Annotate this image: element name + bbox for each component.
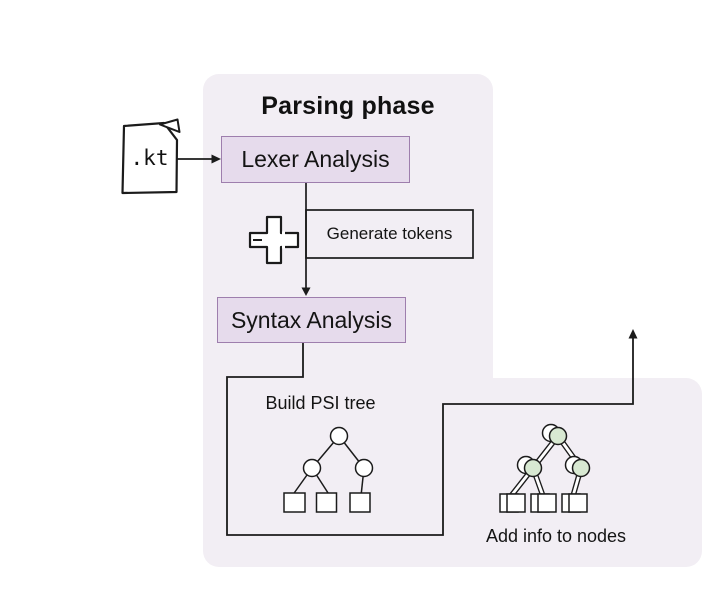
arrow-kt-to-lexer: [177, 154, 221, 164]
lexer-analysis-label: Lexer Analysis: [241, 146, 390, 172]
plus-icon: [248, 215, 300, 265]
generate-tokens-box: [305, 209, 474, 259]
arrow-lexer-to-syntax: [301, 183, 474, 296]
flow-arrow-to-next-phase: [226, 329, 638, 536]
annotated-tree-icon: [499, 423, 591, 513]
kt-file-icon: [121, 118, 181, 195]
kt-file-label: .kt: [130, 146, 169, 170]
add-info-to-nodes-label: Add info to nodes: [485, 526, 627, 546]
syntax-analysis-box: Syntax Analysis: [217, 297, 406, 343]
generate-tokens-label: Generate tokens: [326, 224, 453, 243]
build-psi-tree-label: Build PSI tree: [265, 393, 376, 413]
page-title: Parsing phase: [261, 92, 435, 120]
lexer-analysis-box: Lexer Analysis: [221, 136, 410, 183]
psi-tree-icon: [283, 426, 374, 513]
syntax-analysis-label: Syntax Analysis: [230, 306, 393, 333]
up-arrow-icon: [628, 329, 638, 339]
